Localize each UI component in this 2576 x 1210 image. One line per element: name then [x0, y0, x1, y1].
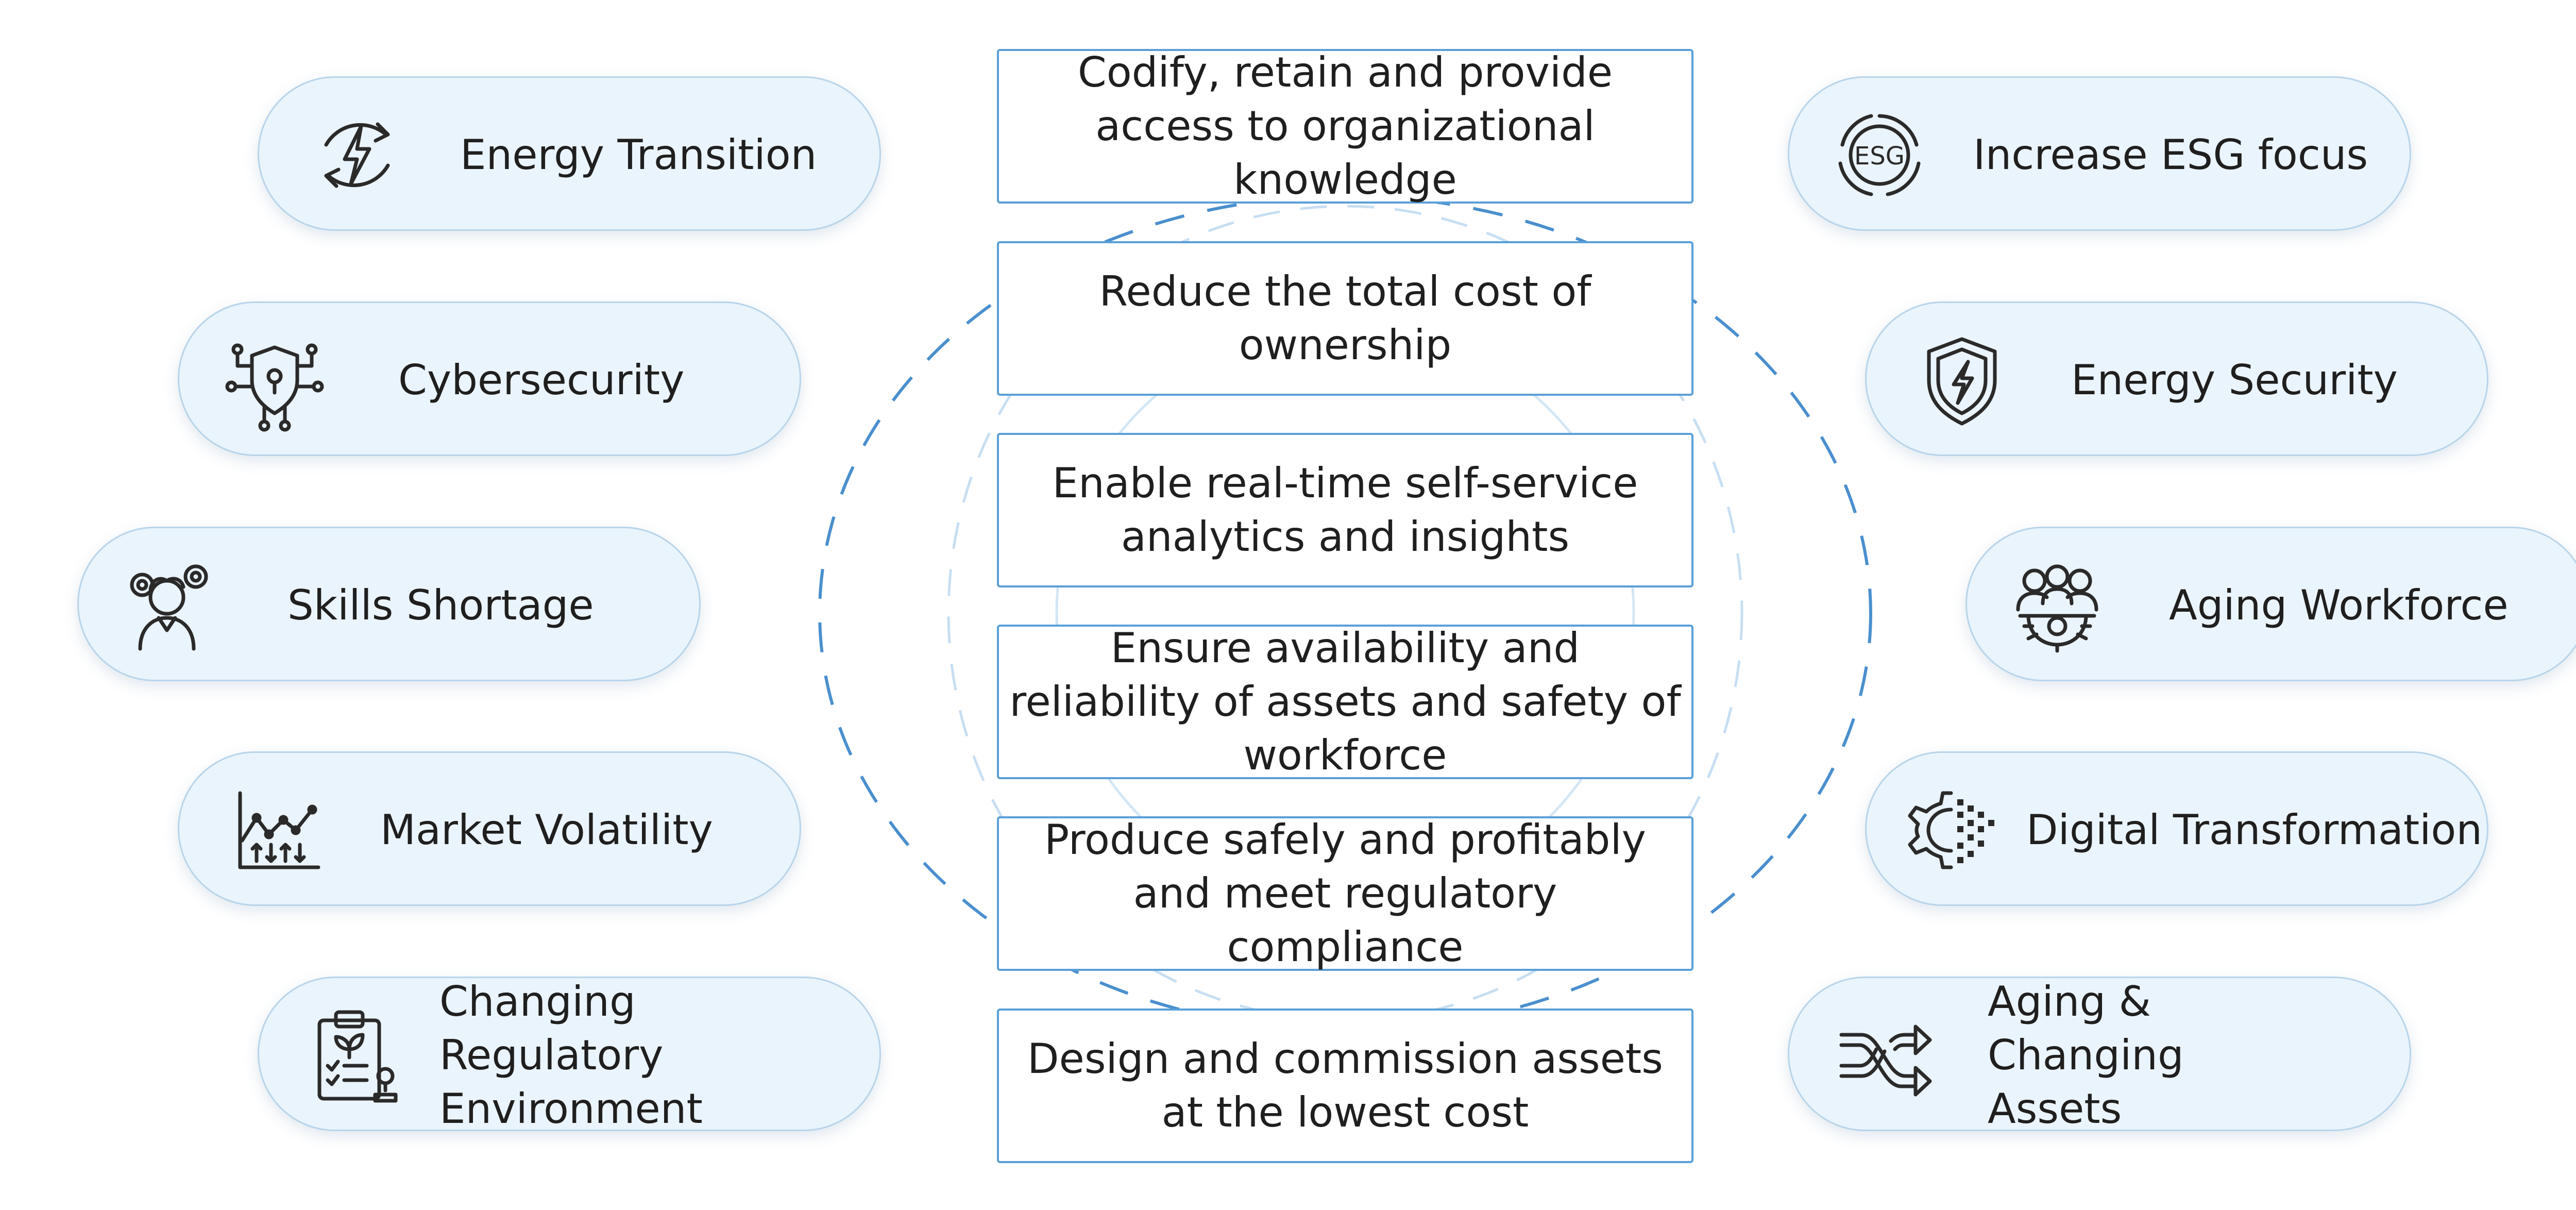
driver-pill-skills-shortage: Skills Shortage	[77, 527, 701, 681]
energy-transition-icon	[306, 104, 409, 207]
shuffle-arrows-icon	[1833, 1004, 1936, 1107]
driver-label: Market Volatility	[380, 806, 713, 854]
driver-label: Aging Workforce	[2169, 581, 2509, 629]
energy-shield-icon	[1910, 329, 2013, 432]
regulatory-clipboard-icon	[303, 1004, 406, 1107]
driver-label: Skills Shortage	[287, 581, 594, 629]
outer-dashed-ring	[818, 194, 1872, 1032]
objective-box: Enable real-time self-service analytics …	[997, 433, 1693, 587]
driver-label: Increase ESG focus	[1973, 131, 2368, 179]
driver-pill-energy-security: Energy Security	[1865, 301, 2488, 456]
driver-pill-increase-esg-focus: ESG Increase ESG focus	[1788, 76, 2411, 231]
esg-icon-text: ESG	[1854, 142, 1905, 171]
aging-workforce-icon	[2006, 554, 2109, 657]
market-volatility-icon	[226, 779, 329, 882]
driver-pill-digital-transformation: Digital Transformation	[1865, 751, 2488, 906]
objective-box: Reduce the total cost of ownership	[997, 241, 1693, 396]
driver-pill-aging-changing-assets: Aging & Changing Assets	[1788, 977, 2411, 1133]
objective-box: Ensure availability and reliability of a…	[997, 624, 1693, 779]
cybersecurity-icon	[223, 329, 326, 432]
driver-label: Aging & Changing Assets	[1988, 978, 2184, 1133]
driver-pill-market-volatility: Market Volatility	[178, 751, 801, 906]
driver-pill-changing-regulatory-environment: Changing Regulatory Environment	[258, 977, 881, 1133]
driver-pill-aging-workforce: Aging Workforce	[1965, 527, 2576, 681]
driver-label: Digital Transformation	[2026, 806, 2483, 854]
driver-label: Cybersecurity	[398, 356, 685, 404]
objective-box: Codify, retain and provide access to org…	[997, 48, 1693, 204]
skills-shortage-icon	[117, 554, 221, 657]
driver-label: Energy Security	[2071, 356, 2398, 404]
driver-label: Energy Transition	[460, 131, 817, 179]
driver-label: Changing Regulatory Environment	[439, 978, 703, 1133]
objective-box: Design and commission assets at the lowe…	[997, 1009, 1693, 1163]
esg-icon: ESG	[1828, 104, 1931, 207]
driver-pill-energy-transition: Energy Transition	[258, 76, 881, 231]
driver-pill-cybersecurity: Cybersecurity	[178, 301, 801, 456]
objective-box: Produce safely and profitably and meet r…	[997, 816, 1693, 971]
digital-gear-icon	[1897, 779, 2001, 882]
